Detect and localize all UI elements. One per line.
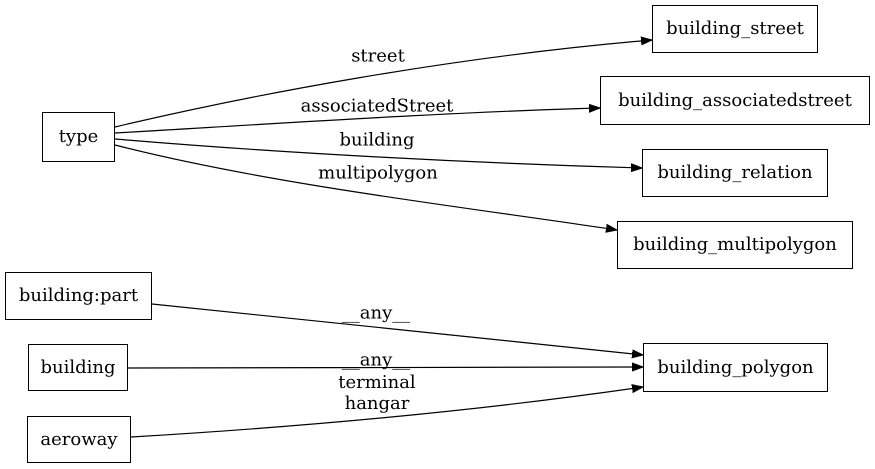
edge-label-aeroway-to-building_polygon: terminal hangar — [338, 372, 416, 414]
node-type: type — [42, 112, 115, 162]
edge-type-to-building_street — [114, 40, 652, 128]
edge-label-building_part-to-building_polygon: __any__ — [341, 302, 411, 324]
edge-label-building-to-building_polygon: __any__ — [341, 349, 411, 371]
edge-label-type-to-building_relation: building — [339, 129, 415, 151]
edge-type-to-building_multipolygon — [114, 144, 617, 230]
node-aeroway: aeroway — [27, 416, 131, 463]
node-building: building — [28, 344, 128, 391]
edge-building_part-to-building_polygon — [151, 303, 643, 355]
node-building_associatedstreet: building_associatedstreet — [600, 76, 870, 125]
node-building_multipolygon: building_multipolygon — [617, 221, 853, 269]
edge-aeroway-to-building_polygon — [130, 387, 643, 438]
edge-label-type-to-building_multipolygon: multipolygon — [318, 162, 438, 184]
edge-label-type-to-building_associatedstreet: associatedStreet — [300, 95, 454, 117]
node-building_street: building_street — [652, 5, 818, 53]
edge-type-to-building_associatedstreet — [114, 108, 600, 134]
node-building_relation: building_relation — [642, 149, 828, 197]
node-building_part: building:part — [5, 272, 152, 320]
edges-group — [114, 40, 652, 438]
edge-type-to-building_relation — [114, 138, 642, 168]
node-building_polygon: building_polygon — [643, 343, 828, 392]
edge-building-to-building_polygon — [127, 367, 643, 368]
edge-label-type-to-building_street: street — [351, 45, 405, 67]
